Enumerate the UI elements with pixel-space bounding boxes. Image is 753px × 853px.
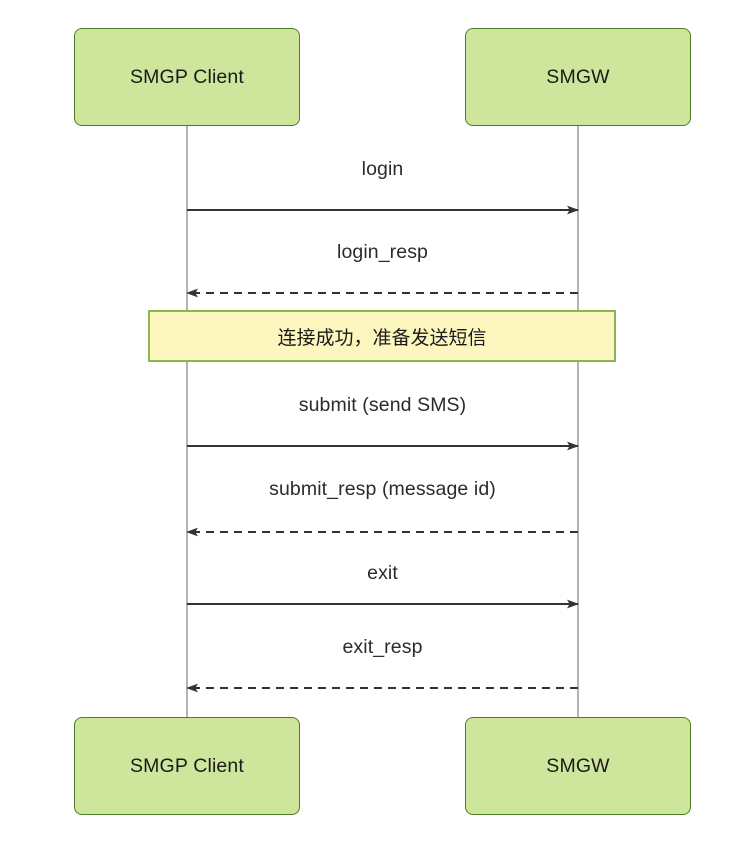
note-label: 连接成功，准备发送短信 — [277, 327, 487, 349]
participant-client-foot[interactable]: SMGP Client — [74, 717, 300, 815]
arrows-layer — [186, 205, 579, 693]
message-label-login: login — [361, 158, 404, 180]
lifelines-layer — [186, 126, 579, 717]
participant-client-head[interactable]: SMGP Client — [74, 28, 300, 126]
participant-label: SMGP Client — [130, 65, 244, 88]
participant-label: SMGW — [546, 754, 610, 777]
participant-gateway-foot[interactable]: SMGW — [465, 717, 691, 815]
message-label-submit: submit (send SMS) — [298, 394, 467, 416]
message-label-login_resp: login_resp — [337, 241, 428, 263]
message-label-exit: exit — [367, 562, 398, 584]
message-label-submit_resp: submit_resp (message id) — [269, 478, 496, 500]
participant-gateway-head[interactable]: SMGW — [465, 28, 691, 126]
participant-label: SMGW — [546, 65, 610, 88]
note-connection-note[interactable]: 连接成功，准备发送短信 — [148, 310, 616, 362]
message-label-exit_resp: exit_resp — [342, 636, 423, 658]
participant-label: SMGP Client — [130, 754, 244, 777]
